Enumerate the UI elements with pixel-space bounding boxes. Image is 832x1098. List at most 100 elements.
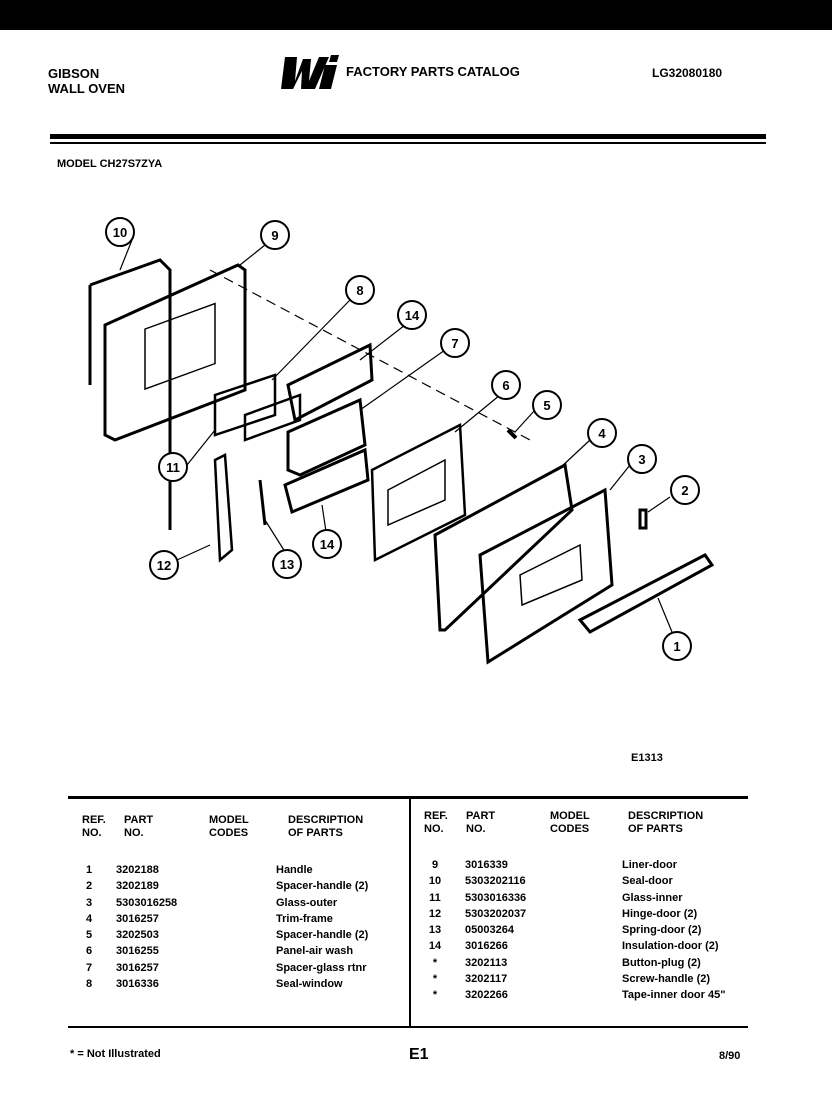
not-illustrated-legend: * = Not Illustrated [70,1048,161,1060]
table-center-divider [409,799,411,1028]
table-cell: 5303202037 [465,907,527,920]
liner-door-shape [103,263,247,442]
table-cell: Panel-air wash [276,945,354,958]
table-cell: Seal-window [276,978,343,991]
table-bottom-rule [68,1026,748,1028]
exploded-parts-diagram: 10 9 8 14 7 6 5 4 3 2 1 11 12 13 14 [88,217,715,665]
table-cell: Trim-frame [276,912,333,925]
header-model-left: MODEL CODES [209,814,249,839]
insulation-door-top-shape [286,342,374,423]
table-cell: Glass-inner [622,891,683,904]
right-part-column: 3016339 5303202116 5303016336 5303202037… [465,857,526,1004]
table-cell: 14 [428,940,442,953]
table-cell: 4 [86,912,93,925]
glass-outer-shape [478,487,614,665]
svg-text:3: 3 [638,452,645,467]
table-cell: Spacer-handle (2) [276,929,369,942]
spacer-glass-shape [286,397,367,477]
brand-name: GIBSON [48,66,100,81]
callout-11: 11 [158,452,188,482]
table-cell: 9 [431,859,439,871]
header-desc-left: DESCRIPTION OF PARTS [288,814,364,839]
table-cell: 5303202116 [465,875,526,888]
callout-3: 3 [627,444,657,474]
table-cell: 3016336 [116,978,159,991]
svg-text:1: 1 [673,639,680,654]
table-cell: 3202117 [465,973,508,986]
table-cell: 05003264 [465,924,514,937]
table-cell: Seal-door [622,875,673,888]
table-cell: 7 [86,961,93,974]
table-cell: 3202188 [116,864,159,876]
handle-shape [577,553,715,634]
left-desc-column: Handle Spacer-handle (2) Glass-outer Tri… [276,862,368,992]
callout-2: 2 [670,475,700,505]
header-part-left: PART NO. [124,814,154,839]
table-cell: * [432,989,438,1002]
header-ref-right: REF. NO. [424,810,448,835]
table-cell: 3202113 [465,956,508,969]
callout-6: 6 [491,370,521,400]
table-cell: 3016266 [465,940,508,953]
table-top-rule [68,796,748,799]
svg-text:14: 14 [405,308,420,323]
wci-logo-icon [281,55,339,89]
brand-block: GIBSON WALL OVEN [48,66,125,96]
callout-14-bottom: 14 [312,529,342,559]
panel-air-wash-shape [370,423,467,562]
header-desc-right: DESCRIPTION OF PARTS [628,810,704,835]
spring-shape [258,479,267,526]
svg-text:12: 12 [157,558,171,573]
svg-text:4: 4 [598,426,606,441]
callout-13: 13 [272,549,302,579]
table-cell: 3202266 [465,989,508,1002]
table-cell: 5 [86,929,93,942]
top-black-bar [0,0,832,30]
header-model-right: MODEL CODES [550,810,590,835]
table-cell: 3016255 [116,945,159,958]
catalog-title: FACTORY PARTS CATALOG [346,64,520,79]
svg-text:5: 5 [543,398,550,413]
table-cell: Screw-handle (2) [622,973,711,986]
table-cell: Liner-door [622,859,677,871]
svg-text:8: 8 [356,283,363,298]
table-cell: 2 [86,880,93,893]
seal-window-shape [213,373,277,437]
table-cell: 3016339 [465,859,508,871]
trim-frame-shape [433,462,574,632]
svg-text:2: 2 [681,483,688,498]
table-cell: 3202503 [116,929,159,942]
seal-door-shape [88,258,172,530]
left-ref-column: 1 2 3 4 5 6 7 8 [86,862,92,992]
table-cell: Insulation-door (2) [622,940,719,953]
callout-7: 7 [440,328,470,358]
table-cell: 13 [428,924,442,937]
header-ref-left: REF. NO. [82,814,106,839]
table-cell: 11 [429,891,441,904]
svg-text:10: 10 [113,225,127,240]
document-number: LG32080180 [652,66,723,80]
table-cell: * [432,956,438,969]
callout-8: 8 [345,275,375,305]
product-type: WALL OVEN [48,81,126,96]
table-cell: 3016257 [116,961,159,974]
table-cell: Spring-door (2) [622,924,702,937]
table-cell: 8 [86,978,93,991]
right-ref-column: 9 10 11 12 13 14 * * * [428,857,442,1004]
table-cell: Hinge-door (2) [622,907,698,920]
table-cell: Glass-outer [276,896,338,909]
table-cell: Tape-inner door 45" [622,989,726,1002]
hinge-shape [213,453,234,563]
table-cell: 1 [86,864,93,876]
table-cell: 3202189 [116,880,159,893]
spacer-handle-small-shape [638,508,648,530]
table-cell: 10 [428,875,442,888]
table-cell: 12 [428,907,442,920]
table-cell: 6 [86,945,93,958]
right-desc-column: Liner-door Seal-door Glass-inner Hinge-d… [622,857,725,1004]
table-cell: * [432,973,438,986]
spacer-handle-shape [506,428,518,440]
table-cell: 5303016258 [116,896,178,909]
callout-1: 1 [662,631,692,661]
svg-text:11: 11 [166,460,180,475]
